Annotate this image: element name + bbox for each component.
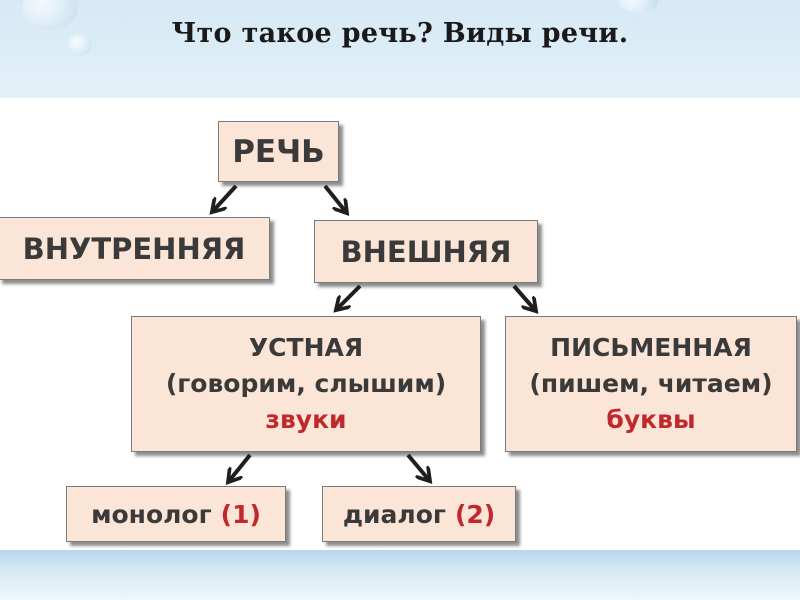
node-written-heading: ПИСЬМЕННАЯ <box>550 333 752 362</box>
node-inner-label: ВНУТРЕННЯЯ <box>22 231 246 266</box>
arrow-speech-to-inner <box>213 184 238 211</box>
arrow-outer-to-written <box>512 284 535 310</box>
node-written-speech: ПИСЬМЕННАЯ (пишем, читаем) буквы <box>505 316 797 452</box>
node-dialogue: диалог (2) <box>322 486 516 542</box>
water-drop-decoration <box>68 34 92 56</box>
node-oral-speech: УСТНАЯ (говорим, слышим) звуки <box>131 316 481 452</box>
node-oral-description: (говорим, слышим) <box>165 369 447 398</box>
water-drop-decoration <box>618 0 658 12</box>
node-oral-heading: УСТНАЯ <box>248 333 364 362</box>
arrow-oral-to-monologue <box>229 453 252 481</box>
bottom-band <box>0 550 800 600</box>
node-written-description: (пишем, читаем) <box>529 369 773 398</box>
arrow-outer-to-oral <box>337 284 362 309</box>
node-outer-speech: ВНЕШНЯЯ <box>314 220 538 283</box>
node-dialogue-label: диалог <box>342 499 446 529</box>
node-monologue-label: монолог <box>91 499 212 529</box>
slide-title: Что такое речь? Виды речи. <box>171 18 629 49</box>
node-dialogue-number: (2) <box>454 499 496 529</box>
node-speech: РЕЧЬ <box>218 121 339 182</box>
node-written-unit: буквы <box>606 405 696 434</box>
node-monologue: монолог (1) <box>66 486 286 542</box>
arrow-speech-to-outer <box>323 184 346 212</box>
node-outer-label: ВНЕШНЯЯ <box>340 234 512 269</box>
node-oral-unit: звуки <box>265 405 347 434</box>
arrow-oral-to-dialogue <box>406 453 429 480</box>
node-inner-speech: ВНУТРЕННЯЯ <box>0 217 270 280</box>
node-speech-label: РЕЧЬ <box>232 133 325 170</box>
node-monologue-number: (1) <box>220 499 261 529</box>
